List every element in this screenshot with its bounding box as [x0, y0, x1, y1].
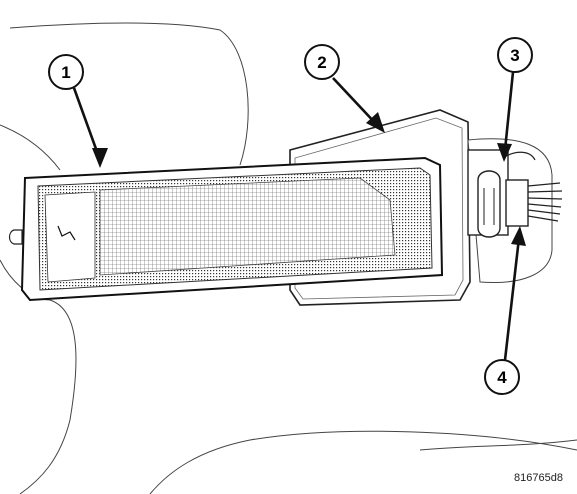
callout-1: 1 — [48, 54, 84, 90]
callout-3: 3 — [497, 37, 533, 73]
leader-3 — [503, 71, 515, 151]
callout-4: 4 — [484, 359, 520, 395]
connector-assembly — [467, 138, 563, 284]
leader-2 — [332, 77, 379, 127]
callout-3-label: 3 — [510, 46, 519, 65]
callout-4-label: 4 — [497, 368, 507, 387]
callout-2-label: 2 — [317, 53, 326, 72]
connector — [505, 179, 529, 227]
leader-arrows — [72, 71, 526, 361]
figure-code: 816765d8 — [514, 472, 563, 484]
retaining-clip — [477, 170, 501, 238]
callout-1-label: 1 — [61, 63, 70, 82]
leader-4 — [503, 237, 521, 361]
callout-2: 2 — [304, 44, 340, 80]
lens — [8, 156, 444, 302]
